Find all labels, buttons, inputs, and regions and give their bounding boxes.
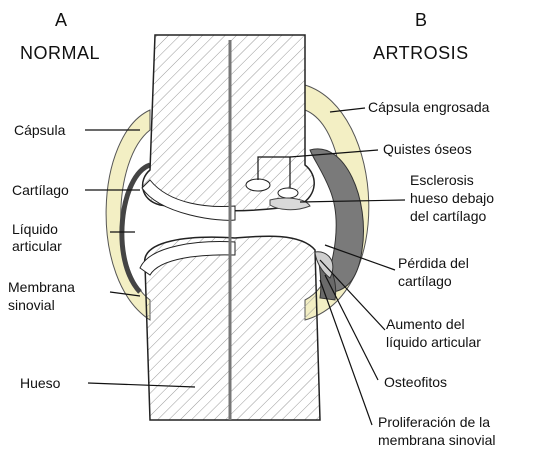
label-aumento-2: líquido articular <box>386 334 481 350</box>
label-membrana-2: sinovial <box>8 297 55 313</box>
label-esclerosis-1: Esclerosis <box>410 172 474 188</box>
upper-bone <box>143 35 315 211</box>
label-perdida-2: cartílago <box>398 273 452 289</box>
label-perdida-1: Pérdida del <box>398 255 469 271</box>
bone-cyst-1 <box>246 179 270 191</box>
heading-artrosis: ARTROSIS <box>373 43 469 63</box>
label-osteofitos: Osteofitos <box>384 374 447 390</box>
label-aumento-1: Aumento del <box>386 316 465 332</box>
capsule-normal <box>106 110 150 320</box>
label-proliferacion-2: membrana sinovial <box>378 432 496 448</box>
label-liquido-1: Líquido <box>12 221 58 237</box>
label-cartilago: Cartílago <box>12 182 69 198</box>
bone-cyst-2 <box>278 188 298 198</box>
label-liquido-2: articular <box>12 238 62 254</box>
label-hueso: Hueso <box>20 375 60 391</box>
label-capsula: Cápsula <box>14 122 65 138</box>
label-esclerosis-2: hueso debajo <box>410 190 494 206</box>
label-esclerosis-3: del cartílago <box>410 208 486 224</box>
label-proliferacion-1: Proliferación de la <box>378 414 490 430</box>
label-capsula-engrosada: Cápsula engrosada <box>368 99 489 115</box>
label-quistes: Quistes óseos <box>383 141 472 157</box>
heading-a-letter: A <box>55 10 68 30</box>
heading-normal: NORMAL <box>20 43 100 63</box>
heading-b-letter: B <box>415 10 428 30</box>
lower-bone <box>145 236 320 420</box>
label-membrana-1: Membrana <box>8 279 75 295</box>
